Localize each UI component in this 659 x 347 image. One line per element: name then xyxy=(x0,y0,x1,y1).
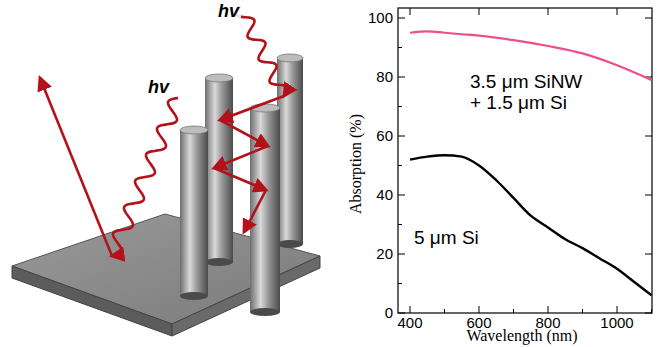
minor-tick xyxy=(513,309,514,313)
tick-label: 100 xyxy=(368,10,393,27)
minor-tick xyxy=(651,309,652,313)
minor-tick xyxy=(582,309,583,313)
minor-tick xyxy=(398,106,402,107)
nanowire xyxy=(180,126,208,300)
planar-si-curve xyxy=(410,155,652,295)
tick xyxy=(479,306,480,313)
minor-tick xyxy=(398,165,402,166)
nanowire xyxy=(277,54,303,248)
tick xyxy=(398,254,405,255)
tick-label: 20 xyxy=(376,246,393,263)
photon-label: hv xyxy=(216,2,241,22)
tick-label: 0 xyxy=(385,305,393,322)
absorption-chart xyxy=(398,8,652,313)
tick xyxy=(398,195,405,196)
tick-label: 40 xyxy=(376,187,393,204)
light-ray xyxy=(220,120,268,146)
plot-frame xyxy=(398,8,652,313)
tick xyxy=(617,8,618,15)
tick xyxy=(410,306,411,313)
light-ray xyxy=(112,98,178,256)
tick xyxy=(398,77,405,78)
photon-label: hv xyxy=(146,78,171,98)
tick-label: 80 xyxy=(376,69,393,86)
tick xyxy=(645,254,652,255)
axis-title: Absorption (%) xyxy=(347,114,365,214)
tick xyxy=(398,136,405,137)
series-label: 5 μm Si xyxy=(412,228,481,249)
light-ray xyxy=(220,96,284,120)
tick xyxy=(645,195,652,196)
tick xyxy=(479,8,480,15)
light-ray xyxy=(244,190,266,232)
tick-label: 400 xyxy=(397,315,422,332)
tick xyxy=(645,18,652,19)
tick xyxy=(645,313,652,314)
tick xyxy=(398,313,405,314)
light-rays xyxy=(40,6,288,256)
tick xyxy=(548,306,549,313)
tick-label: 60 xyxy=(376,128,393,145)
tick xyxy=(410,8,411,15)
tick xyxy=(645,136,652,137)
tick xyxy=(617,306,618,313)
series-label: 3.5 μm SiNW + 1.5 μm Si xyxy=(468,72,594,114)
minor-tick xyxy=(398,283,402,284)
axis-title: Wavelength (nm) xyxy=(466,327,577,345)
light-ray xyxy=(236,6,287,96)
tick-label: 1000 xyxy=(600,315,633,332)
tick xyxy=(398,18,405,19)
minor-tick xyxy=(398,47,402,48)
minor-tick xyxy=(444,309,445,313)
minor-tick xyxy=(398,224,402,225)
light-ray xyxy=(214,146,268,168)
light-ray xyxy=(40,78,112,256)
light-ray xyxy=(214,168,266,190)
tick xyxy=(548,8,549,15)
